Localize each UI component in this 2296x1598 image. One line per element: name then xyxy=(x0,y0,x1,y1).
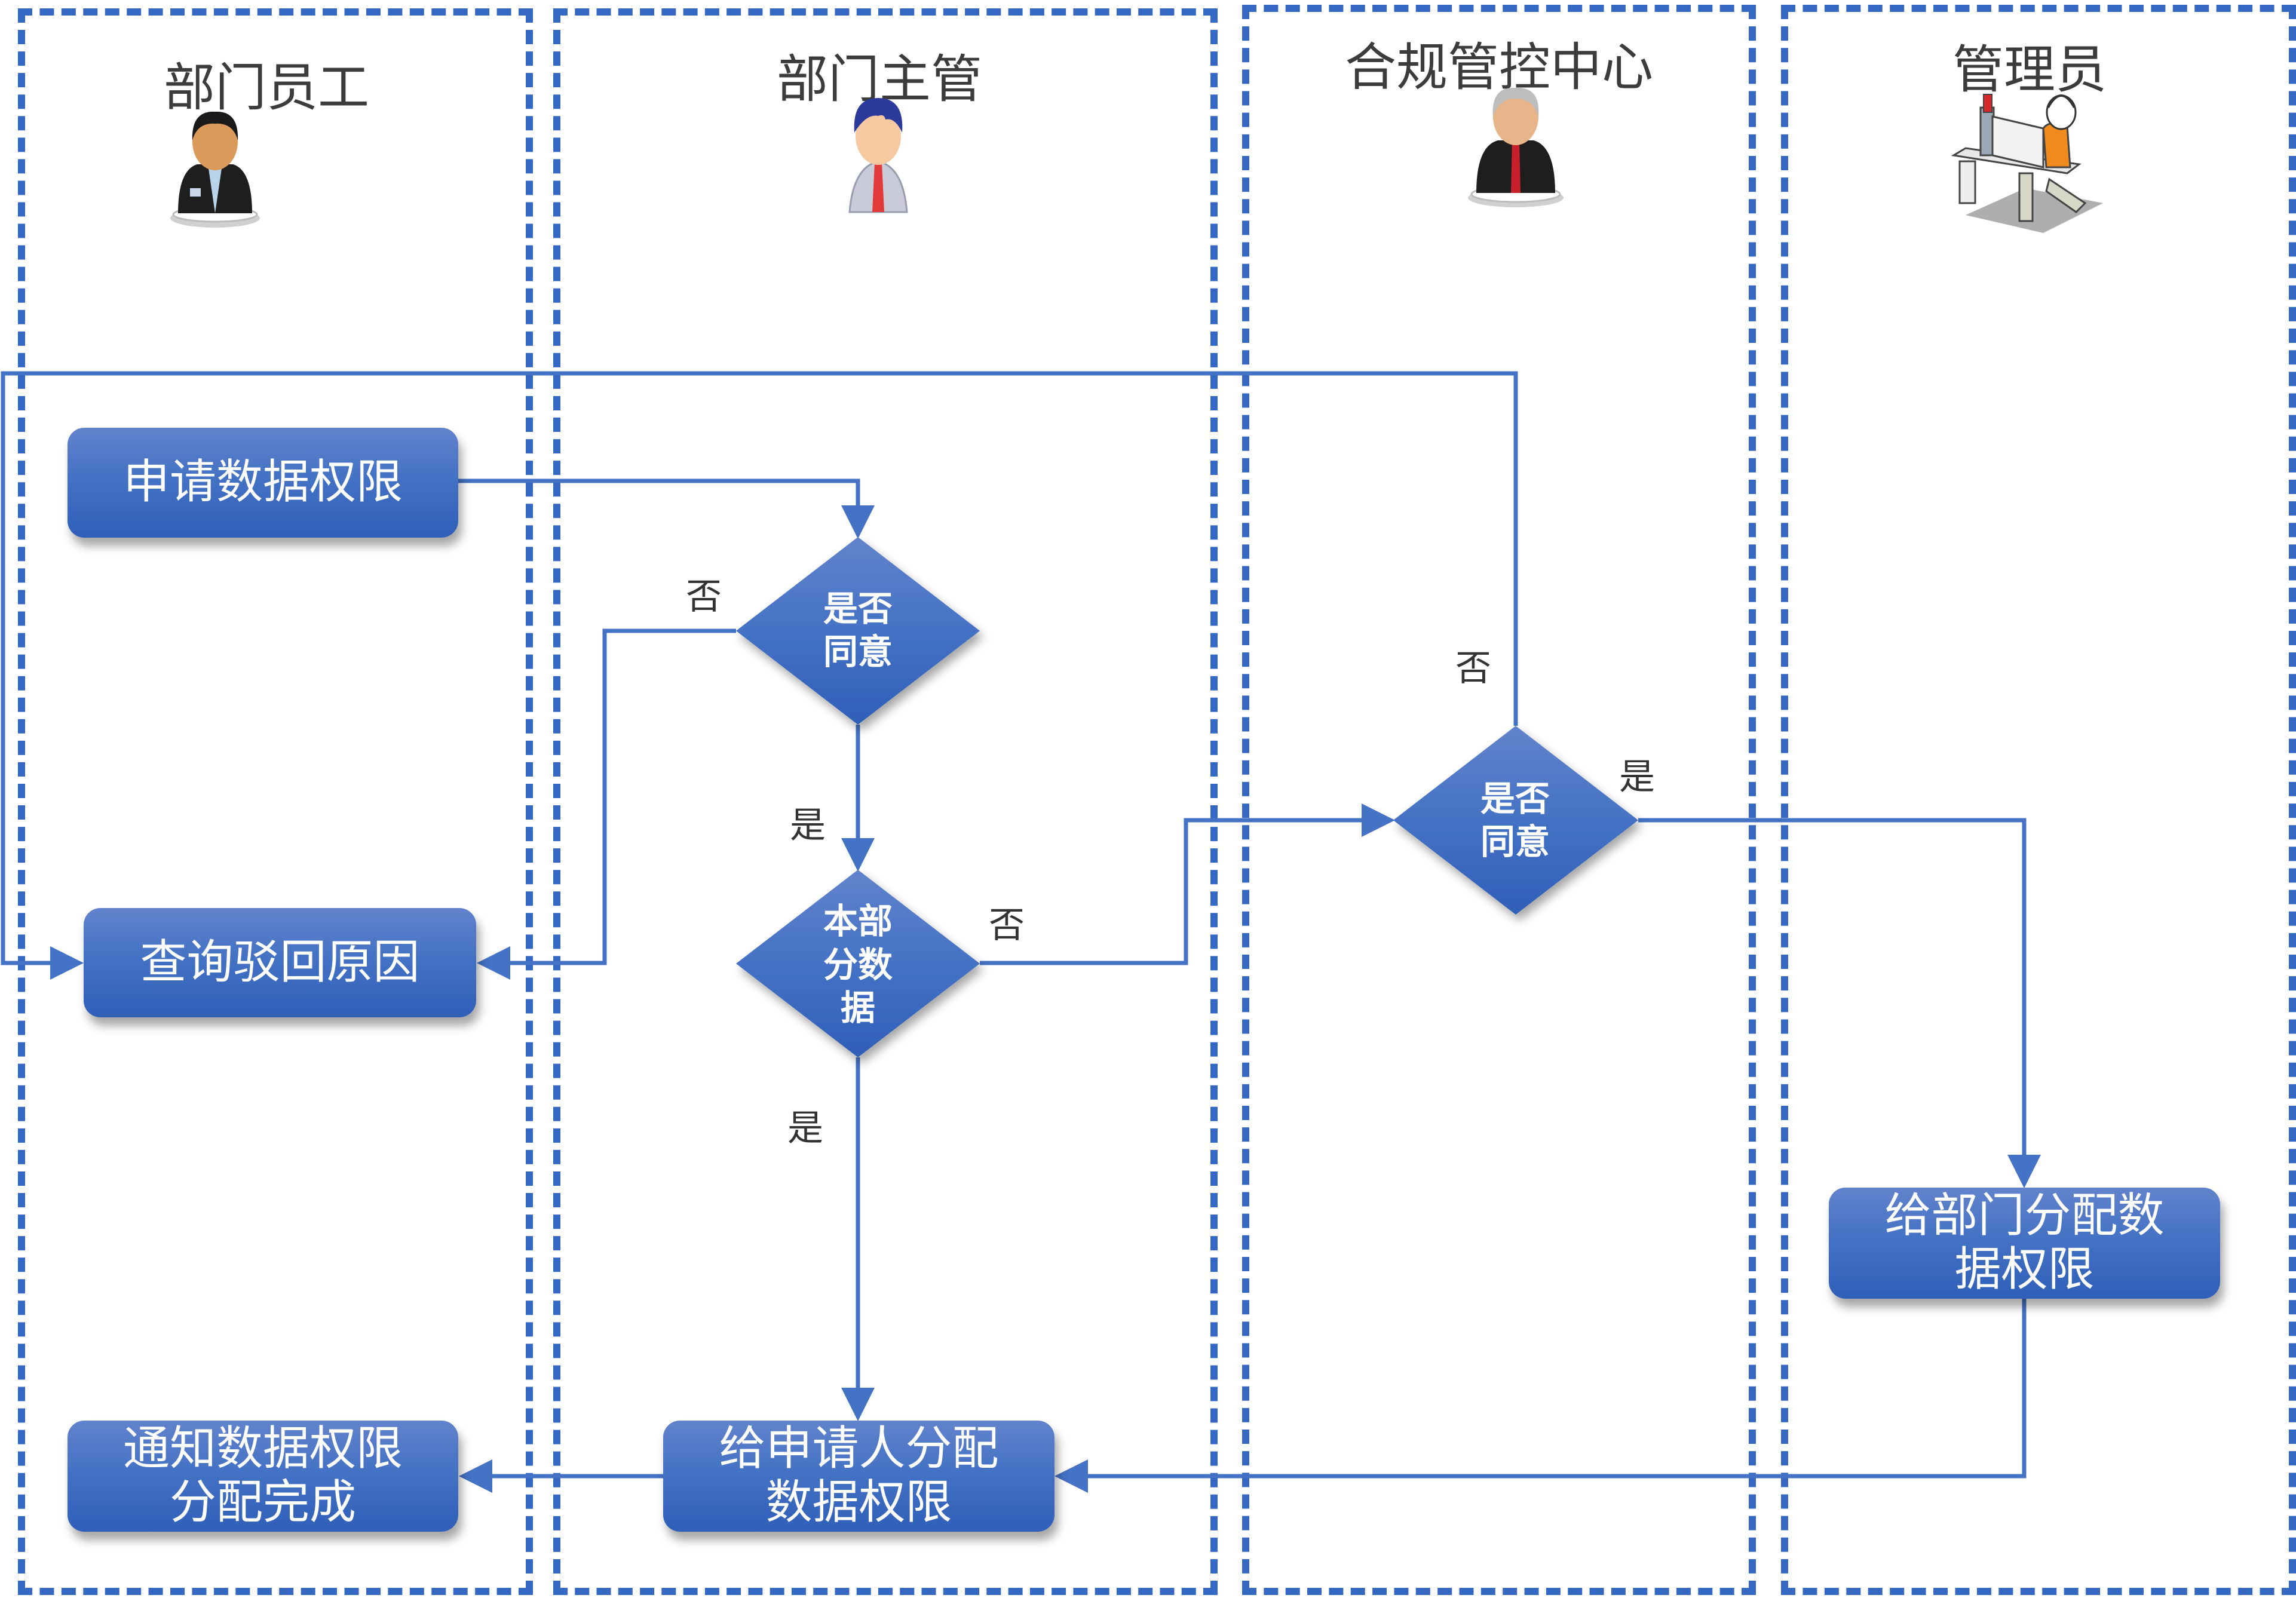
connector-compliance-no-to-query xyxy=(1,371,1518,980)
process-apply-data-permission: 申请数据权限 xyxy=(68,428,458,538)
edge-label-supervisor-yes: 是 xyxy=(790,805,826,846)
decision-supervisor-agree-shape xyxy=(736,537,980,725)
decision-supervisor-agree: 是否 同意 xyxy=(823,588,893,673)
decision-own-dept-data-shape xyxy=(736,870,980,1057)
edge-label-own-dept-no: 否 xyxy=(989,904,1025,946)
decision-compliance-agree-shape xyxy=(1393,726,1638,915)
lane-title-employee: 部门员工 xyxy=(164,58,369,118)
connector-supervisor-no-to-query xyxy=(477,628,736,980)
connector-apply-to-supervisor-decision xyxy=(458,479,875,539)
decision-own-dept-data: 本部 分数 据 xyxy=(823,901,893,1029)
lane-employee: 部门员工 xyxy=(18,8,533,1595)
edge-label-supervisor-no: 否 xyxy=(686,576,722,618)
lane-compliance: 合规管控中心 xyxy=(1242,5,1756,1595)
employee-avatar-icon xyxy=(170,111,260,228)
edge-label-compliance-no: 否 xyxy=(1455,648,1491,689)
connector-compliance-yes-to-admin xyxy=(1638,818,2041,1188)
edge-label-own-dept-yes: 是 xyxy=(787,1108,823,1149)
process-query-reject-reason: 查询驳回原因 xyxy=(84,908,476,1017)
process-notify-permission-assigned: 通知数据权限 分配完成 xyxy=(68,1421,458,1532)
edge-label-compliance-yes: 是 xyxy=(1619,756,1655,798)
lane-title-administrator: 管理员 xyxy=(1952,40,2107,100)
lane-title-compliance: 合规管控中心 xyxy=(1345,38,1653,97)
compliance-officer-avatar-icon xyxy=(1468,87,1564,207)
decision-compliance-agree: 是否 同意 xyxy=(1480,778,1550,863)
connector-admin-to-assign-applicant xyxy=(1054,1299,2027,1493)
process-assign-to-applicant: 给申请人分配 数据权限 xyxy=(663,1421,1054,1532)
process-assign-to-department: 给部门分配数 据权限 xyxy=(1829,1188,2220,1299)
administrator-at-computer-icon xyxy=(1951,94,2103,233)
supervisor-avatar-icon xyxy=(848,98,908,213)
lane-administrator: 管理员 xyxy=(1781,5,2296,1595)
connector-own-dept-no-to-compliance xyxy=(980,803,1395,965)
